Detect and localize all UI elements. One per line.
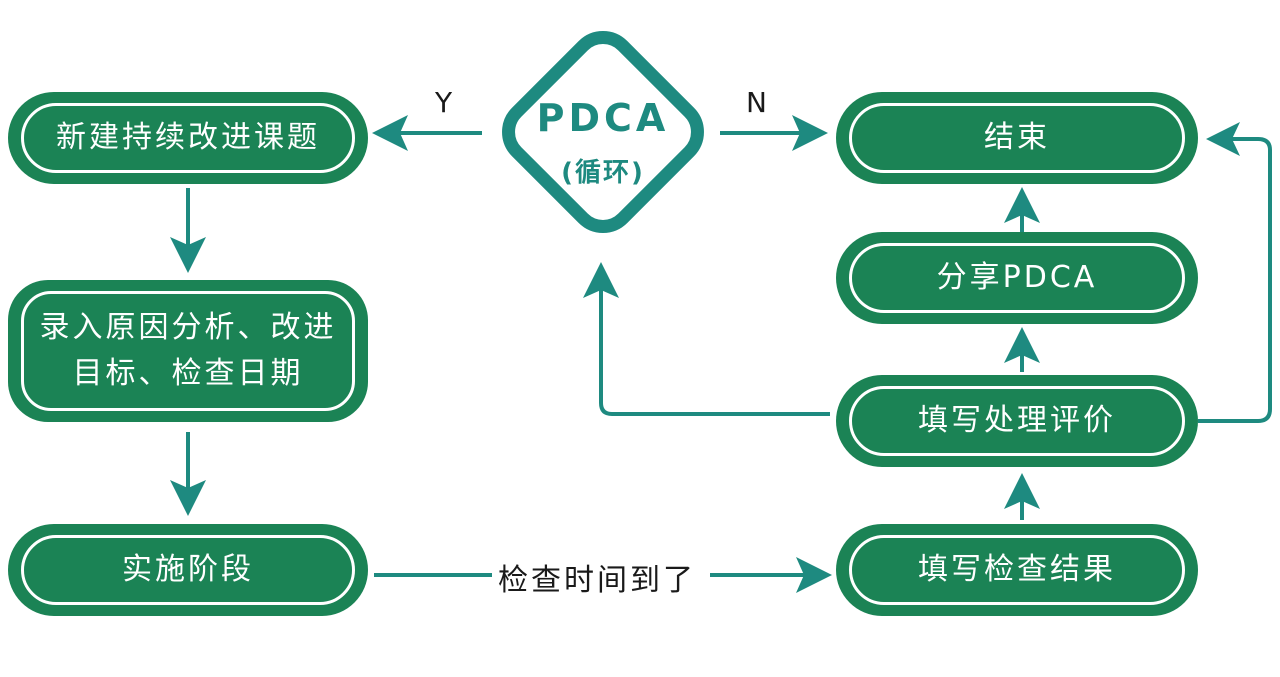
node-share-pdca-label: 分享PDCA — [936, 260, 1098, 295]
arrow-new-to-analysis — [170, 188, 206, 273]
label-check-time-reached: 检查时间到了 — [492, 555, 702, 599]
label-yes: Y — [435, 86, 453, 119]
arrow-evaluation-to-share — [1004, 327, 1040, 372]
node-enter-analysis[interactable]: 录入原因分析、改进 目标、检查日期 — [8, 280, 368, 422]
node-implement-label: 实施阶段 — [122, 552, 254, 587]
label-no: N — [746, 86, 767, 119]
node-new-topic[interactable]: 新建持续改进课题 — [8, 92, 368, 184]
arrow-evaluation-to-pdca — [583, 262, 830, 416]
node-fill-check-result[interactable]: 填写检查结果 — [836, 524, 1198, 616]
arrow-implement-to-check — [374, 557, 832, 593]
node-end[interactable]: 结束 — [836, 92, 1198, 184]
decision-diamond — [502, 31, 704, 233]
node-implement[interactable]: 实施阶段 — [8, 524, 368, 616]
node-fill-check-result-label: 填写检查结果 — [918, 552, 1116, 587]
node-end-label: 结束 — [984, 120, 1050, 155]
node-fill-evaluation[interactable]: 填写处理评价 — [836, 375, 1198, 467]
node-share-pdca[interactable]: 分享PDCA — [836, 232, 1198, 324]
node-enter-analysis-line1: 录入原因分析、改进 — [39, 310, 337, 345]
arrow-share-to-end — [1004, 187, 1040, 232]
node-new-topic-label: 新建持续改进课题 — [56, 120, 320, 155]
arrow-evaluation-to-end — [1198, 122, 1272, 423]
arrow-check-to-evaluation — [1004, 473, 1040, 520]
arrow-analysis-to-implement — [170, 432, 206, 516]
node-fill-evaluation-label: 填写处理评价 — [918, 403, 1116, 438]
arrow-yes — [372, 115, 482, 151]
arrow-no — [720, 115, 828, 151]
decision-subtitle: (循环) — [561, 158, 645, 188]
decision-title: PDCA — [536, 96, 670, 140]
node-enter-analysis-line2: 目标、检查日期 — [72, 356, 304, 391]
